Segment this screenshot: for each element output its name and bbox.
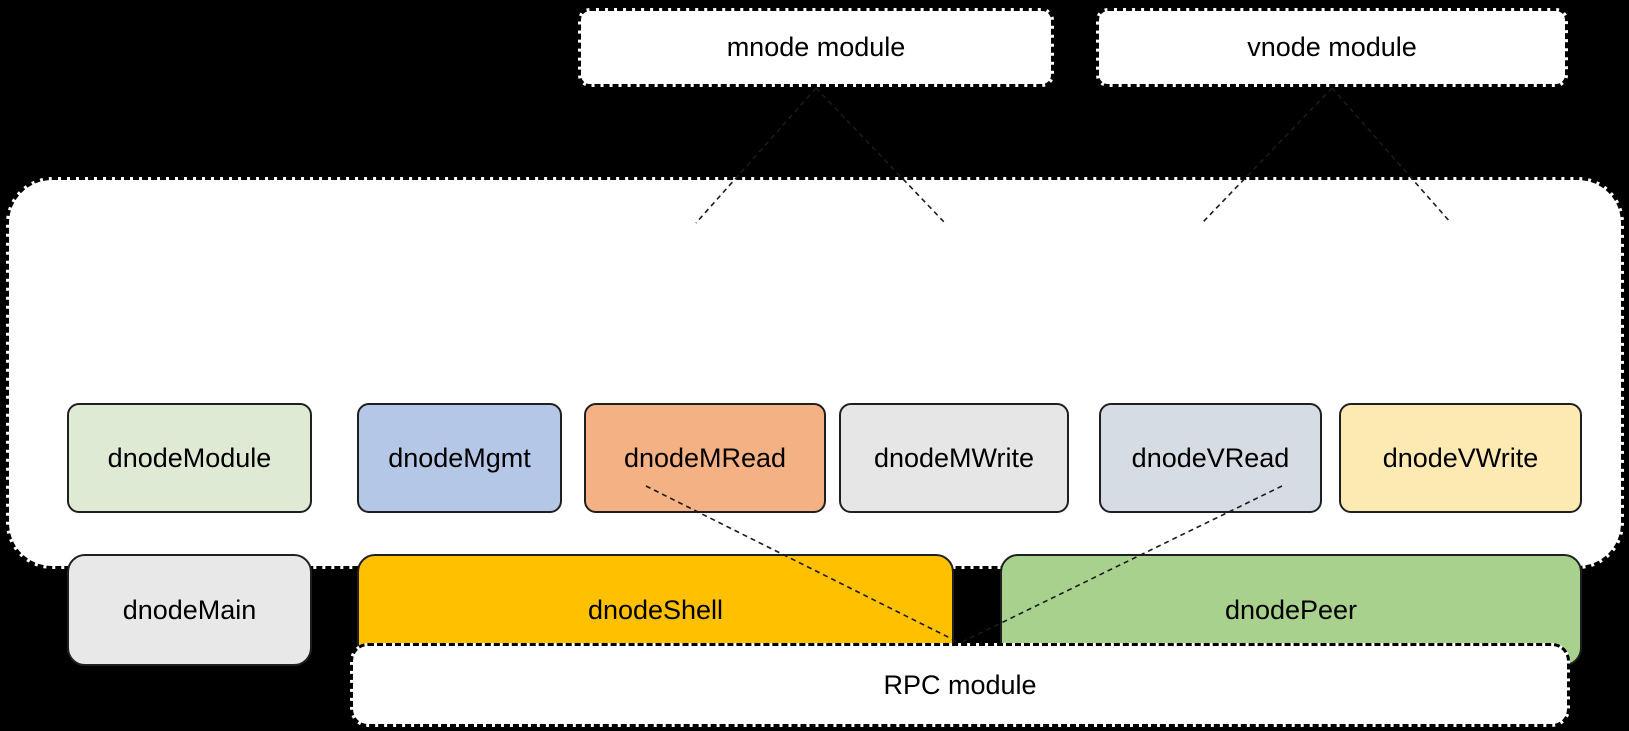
vnode-module-box: vnode module	[1096, 8, 1568, 87]
mnode-module-label: mnode module	[726, 32, 906, 62]
component-label: dnodePeer	[1224, 594, 1358, 625]
component-label: dnodeMWrite	[873, 442, 1035, 473]
component-label: dnodeShell	[587, 594, 724, 625]
component-box-dnodeMain: dnodeMain	[67, 554, 312, 666]
component-box-dnodeModule: dnodeModule	[67, 403, 312, 513]
component-label: dnodeMRead	[623, 442, 787, 473]
mnode-module-box: mnode module	[578, 8, 1054, 87]
component-box-dnodeVRead: dnodeVRead	[1099, 403, 1322, 513]
rpc-module-box: RPC module	[350, 643, 1570, 727]
component-box-dnodeMRead: dnodeMRead	[584, 403, 826, 513]
component-label: dnodeMain	[122, 594, 257, 625]
vnode-module-label: vnode module	[1247, 32, 1417, 62]
dnode-module-container: dnodeModule dnodeMgmt dnodeMRead dnodeMW…	[6, 177, 1624, 731]
component-box-dnodeVWrite: dnodeVWrite	[1339, 403, 1582, 513]
rpc-module-label: RPC module	[883, 669, 1037, 700]
component-label: dnodeVWrite	[1382, 442, 1539, 473]
component-box-dnodeMWrite: dnodeMWrite	[839, 403, 1069, 513]
component-label: dnodeVRead	[1131, 442, 1290, 473]
component-label: dnodeModule	[107, 442, 272, 473]
component-box-dnodeMgmt: dnodeMgmt	[357, 403, 562, 513]
component-label: dnodeMgmt	[388, 442, 531, 473]
